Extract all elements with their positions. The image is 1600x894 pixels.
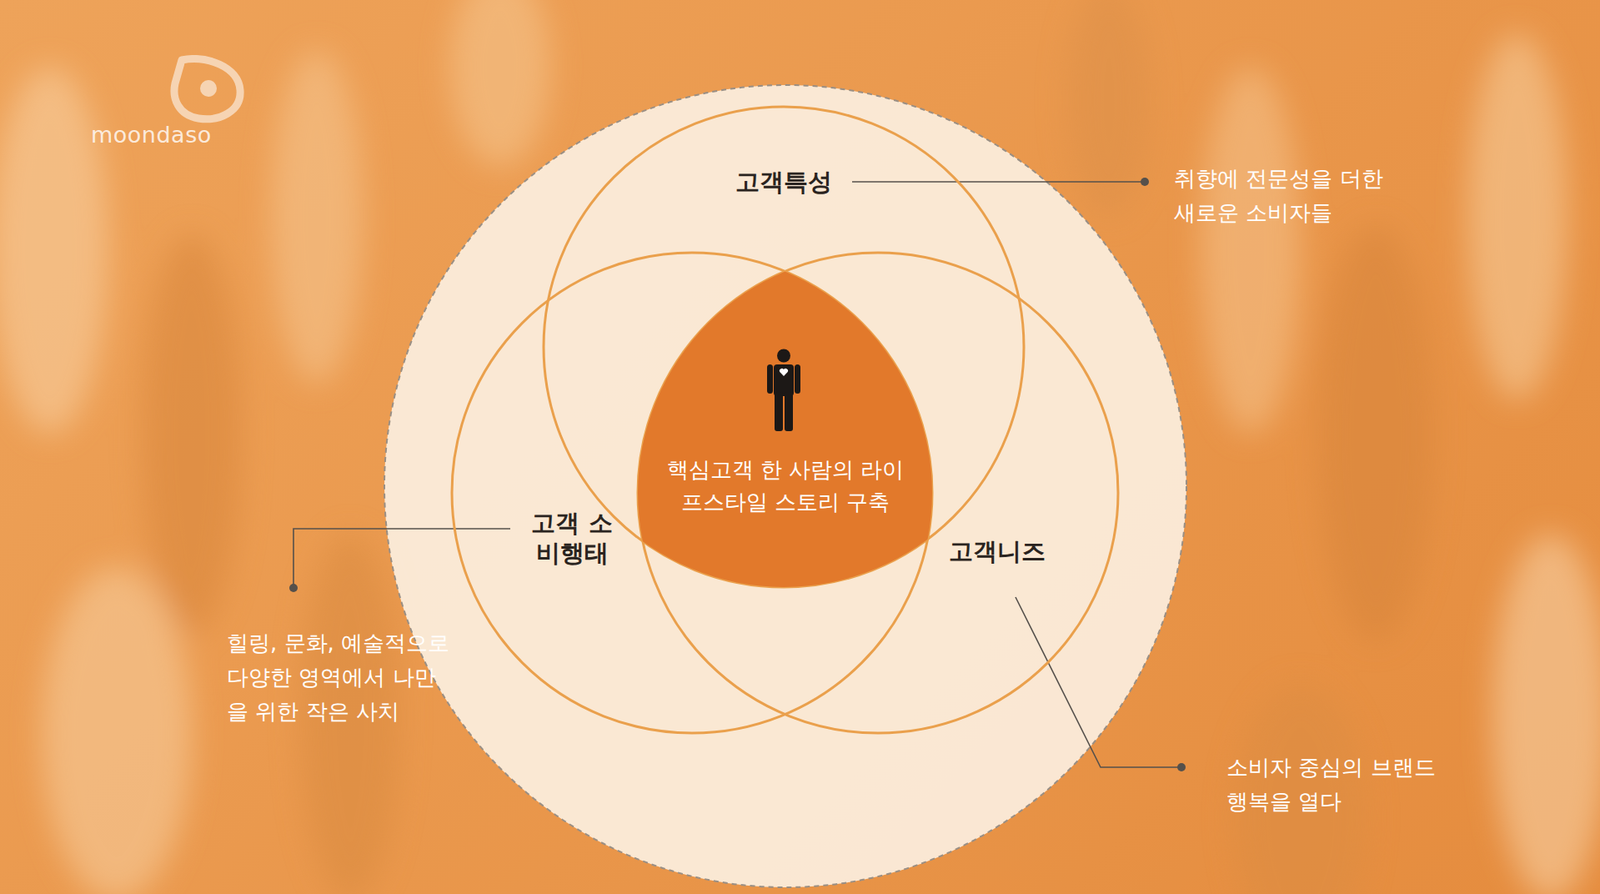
core-label: 핵심고객 한 사람의 라이프스타일 스토리 구축 xyxy=(657,453,913,519)
circle-label: 고객 소비행태 xyxy=(522,507,622,568)
outer-dashed-circle xyxy=(384,85,1187,888)
callout-text: 취향에 전문성을 더한 새로운 소비자들 xyxy=(1173,161,1386,231)
circle-label: 고객니즈 xyxy=(947,536,1048,567)
person-icon xyxy=(762,341,805,439)
callout-text: 힐링, 문화, 예술적으로 다양한 영역에서 나만을 위한 작은 사치 xyxy=(226,626,453,729)
callout-text: 소비자 중심의 브랜드 행복을 열다 xyxy=(1226,750,1439,819)
circle-label: 고객특성 xyxy=(734,166,834,197)
logo-text: moondaso xyxy=(90,119,215,151)
logo-icon xyxy=(174,59,241,120)
